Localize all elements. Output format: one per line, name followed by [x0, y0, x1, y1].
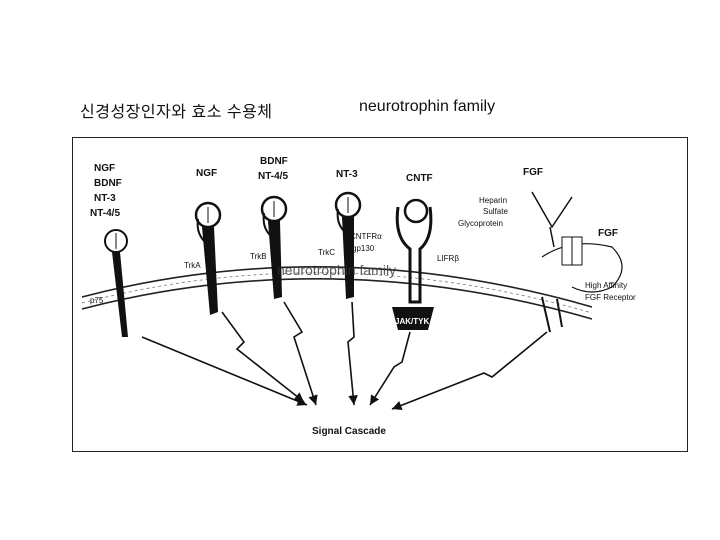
ngf-bdnf-label: NGF BDNF NT-3 NT-4/5	[90, 163, 125, 219]
gp130-label: gp130	[352, 244, 375, 253]
trkc-label: TrkC	[318, 248, 335, 257]
ngf-label: NGF	[196, 168, 217, 179]
p75-receptor	[105, 230, 128, 337]
nt3-label: NT-3	[336, 169, 358, 180]
cntfr-label: CNTFRα	[350, 232, 382, 241]
lifr-label: LIFRβ	[437, 254, 459, 263]
membrane-inner	[82, 279, 592, 319]
fgf-label-1: FGF	[523, 167, 543, 178]
cntf-receptor: JAK/TYK	[392, 200, 434, 330]
signal-cascade-label: Signal Cascade	[312, 426, 386, 437]
trkb-label: TrkB	[250, 252, 267, 261]
fgf-complex	[532, 192, 622, 332]
p75-label: p75	[90, 296, 104, 305]
jak-label: JAK/TYK	[395, 317, 429, 326]
neurotrophin-diagram: JAK/TYK NGF BDNF NT-3 NT-4/5 NGF BDNF NT…	[72, 137, 688, 452]
korean-title: 신경성장인자와 효소 수용체	[80, 98, 273, 122]
signal-arrows	[142, 302, 547, 409]
bdnf-label: BDNF NT-4/5	[258, 156, 291, 182]
trka-label: TrkA	[184, 261, 201, 270]
overlay-caption: neurotrophin family	[277, 262, 396, 278]
english-title: neurotrophin family	[359, 98, 495, 116]
heparin-label: Heparin Sulfate Glycoprotein	[458, 196, 510, 228]
cntf-label: CNTF	[406, 173, 433, 184]
fgf-label-2: FGF	[598, 228, 618, 239]
trka-receptor	[196, 203, 220, 315]
trkb-receptor	[262, 197, 286, 299]
